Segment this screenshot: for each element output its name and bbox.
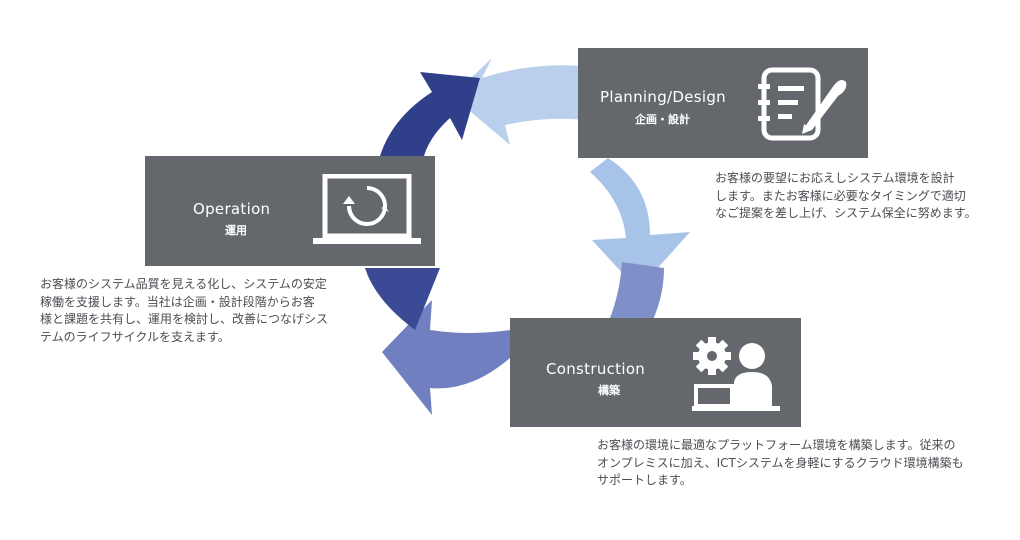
planning-design-card: Planning/Design 企画・設計 xyxy=(578,48,868,158)
planning-subtitle: 企画・設計 xyxy=(635,113,690,126)
notebook-pen-icon xyxy=(758,67,847,141)
planning-desc-line: お客様の要望にお応えしシステム環境を設計 xyxy=(715,171,955,185)
engineer-gear-icon xyxy=(692,337,780,411)
construction-title: Construction xyxy=(546,360,646,378)
arrow-into-construction xyxy=(610,262,664,330)
operation-desc-line: 稼働を支援します。当社は企画・設計段階からお客 xyxy=(40,294,315,309)
arrow-planning-to-construction xyxy=(590,158,690,290)
planning-desc-line: します。またお客様に必要なタイミングで適切 xyxy=(715,188,966,203)
construction-desc-line: お客様の環境に最適なプラットフォーム環境を構築します。従来の xyxy=(597,438,956,452)
construction-card: Construction 構築 xyxy=(510,318,801,427)
operation-subtitle: 運用 xyxy=(225,224,247,237)
construction-subtitle: 構築 xyxy=(598,384,620,397)
construction-description: お客様の環境に最適なプラットフォーム環境を構築します。従来の オンプレミスに加え… xyxy=(597,437,964,490)
laptop-refresh-icon xyxy=(313,174,421,244)
construction-desc-line: オンプレミスに加え、ICTシステムを身軽にするクラウド環境構築も xyxy=(597,455,964,470)
arrow-to-planning xyxy=(452,58,585,145)
operation-title: Operation xyxy=(193,200,271,218)
planning-description: お客様の要望にお応えしシステム環境を設計 します。またお客様に必要なタイミングで… xyxy=(715,170,977,223)
operation-card: Operation 運用 xyxy=(145,156,435,266)
planning-title: Planning/Design xyxy=(600,88,726,106)
operation-desc-line: 様と課題を共有し、運用を検討し、改善につなげシス xyxy=(40,312,329,326)
planning-desc-line: なご提案を差し上げ、システム保全に努めます。 xyxy=(715,206,977,220)
construction-desc-line: サポートします。 xyxy=(597,473,692,487)
arrow-operation-to-planning xyxy=(380,72,480,156)
arrow-operation-up xyxy=(365,268,440,330)
operation-desc-line: お客様のシステム品質を見える化し、システムの安定 xyxy=(40,277,327,291)
operation-description: お客様のシステム品質を見える化し、システムの安定 稼働を支援します。当社は企画・… xyxy=(40,276,328,346)
operation-desc-line: テムのライフサイクルを支えます。 xyxy=(40,329,230,344)
